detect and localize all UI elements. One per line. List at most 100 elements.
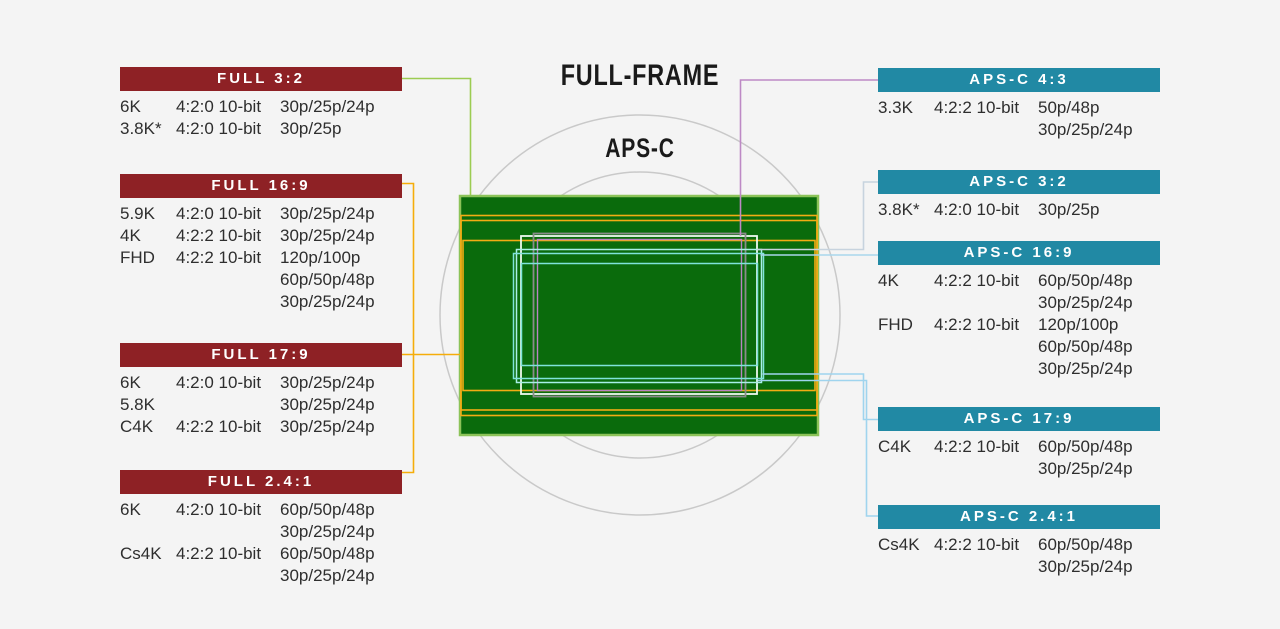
crop-apsc-4-3-inner-rect <box>536 238 743 392</box>
framerate-cell: 30p/25p <box>1038 199 1160 221</box>
mode-panel-header: FULL 2.4:1 <box>120 470 402 494</box>
mode-row: 3.3K 4:2:2 10-bit 50p/48p 30p/25p/24p <box>878 97 1160 141</box>
framerate-line: 50p/48p <box>1038 98 1100 117</box>
crop-apsc-16-9-rect <box>515 248 763 384</box>
framerate-line: 120p/100p <box>280 248 361 267</box>
resolution-cell: 3.8K* <box>878 200 920 219</box>
framerate-line: 30p/25p/24p <box>280 395 375 414</box>
crop-full-17-9-rect <box>460 219 818 411</box>
mode-panel-header: APS-C 3:2 <box>878 170 1160 194</box>
mode-row: C4K 4:2:2 10-bit 30p/25p/24p <box>120 416 402 438</box>
chroma-bitdepth-cell: 4:2:0 10-bit <box>934 200 1020 219</box>
framerate-line: 60p/50p/48p <box>1038 437 1133 456</box>
resolution-cell: C4K <box>120 417 154 436</box>
mode-row: 6K 4:2:0 10-bit 30p/25p/24p <box>120 372 402 394</box>
framerate-line: 60p/50p/48p <box>1038 337 1133 356</box>
framerate-line: 60p/50p/48p <box>280 544 375 563</box>
connector-apsc-4-3 <box>739 79 878 236</box>
resolution-cell: Cs4K <box>878 535 920 554</box>
mode-rows: 3.8K* 4:2:0 10-bit 30p/25p <box>878 194 1160 221</box>
framerate-line: 30p/25p/24p <box>280 373 375 392</box>
framerate-line: 30p/25p/24p <box>280 292 375 311</box>
framerate-line: 30p/25p/24p <box>280 226 375 245</box>
resolution-cell: C4K <box>878 437 912 456</box>
framerate-line: 30p/25p/24p <box>1038 120 1133 139</box>
resolution-cell: 4K <box>878 271 899 290</box>
resolution-cell: Cs4K <box>120 544 162 563</box>
framerate-line: 30p/25p/24p <box>280 97 375 116</box>
crop-apsc-17-9-rect <box>512 252 765 380</box>
crop-apsc-2-4-1-rect <box>520 262 759 367</box>
chroma-bitdepth-cell: 4:2:0 10-bit <box>176 97 262 116</box>
framerate-cell: 30p/25p/24p <box>280 372 402 394</box>
connector-full-16-9-17-9-2-4-1-spine <box>402 182 415 474</box>
framerate-cell: 30p/25p/24p <box>280 203 402 225</box>
mode-panel-header: APS-C 2.4:1 <box>878 505 1160 529</box>
framerate-line: 30p/25p <box>280 119 342 138</box>
framerate-line: 60p/50p/48p <box>280 270 375 289</box>
chroma-bitdepth-cell: 4:2:2 10-bit <box>934 98 1020 117</box>
mode-row: 6K 4:2:0 10-bit 30p/25p/24p <box>120 96 402 118</box>
chroma-bitdepth-cell: 4:2:2 10-bit <box>934 535 1020 554</box>
resolution-cell: 6K <box>120 97 141 116</box>
framerate-line: 30p/25p/24p <box>1038 459 1133 478</box>
framerate-cell: 30p/25p/24p <box>280 416 402 438</box>
crop-apsc-4-3-outer-rect <box>532 232 747 398</box>
framerate-line: 60p/50p/48p <box>1038 535 1133 554</box>
resolution-cell: 4K <box>120 226 141 245</box>
framerate-cell: 30p/25p/24p <box>280 394 402 416</box>
framerate-cell: 120p/100p 60p/50p/48p 30p/25p/24p <box>1038 314 1160 380</box>
framerate-line: 30p/25p/24p <box>1038 557 1133 576</box>
framerate-line: 30p/25p/24p <box>280 417 375 436</box>
mode-rows: Cs4K 4:2:2 10-bit 60p/50p/48p 30p/25p/24p <box>878 529 1160 578</box>
framerate-line: 30p/25p/24p <box>1038 359 1133 378</box>
framerate-cell: 30p/25p <box>280 118 402 140</box>
chroma-bitdepth-cell: 4:2:2 10-bit <box>176 417 262 436</box>
framerate-line: 120p/100p <box>1038 315 1119 334</box>
framerate-cell: 60p/50p/48p 30p/25p/24p <box>1038 436 1160 480</box>
mode-panel-header: FULL 16:9 <box>120 174 402 198</box>
framerate-cell: 120p/100p 60p/50p/48p 30p/25p/24p <box>280 247 402 313</box>
mode-row: 4K 4:2:2 10-bit 30p/25p/24p <box>120 225 402 247</box>
mode-panel-header: APS-C 16:9 <box>878 241 1160 265</box>
chroma-bitdepth-cell: 4:2:2 10-bit <box>176 248 262 267</box>
resolution-cell: FHD <box>878 315 913 334</box>
chroma-bitdepth-cell: 4:2:0 10-bit <box>176 373 262 392</box>
framerate-line: 30p/25p/24p <box>280 522 375 541</box>
chroma-bitdepth-cell <box>176 394 280 416</box>
mode-row: Cs4K 4:2:2 10-bit 60p/50p/48p 30p/25p/24p <box>878 534 1160 578</box>
mode-rows: 3.3K 4:2:2 10-bit 50p/48p 30p/25p/24p <box>878 92 1160 141</box>
framerate-line: 60p/50p/48p <box>1038 271 1133 290</box>
mode-panel-aps-c-3-2: APS-C 3:2 3.8K* 4:2:0 10-bit 30p/25p <box>878 170 1160 221</box>
resolution-cell: 3.3K <box>878 98 913 117</box>
chroma-bitdepth-cell: 4:2:0 10-bit <box>176 119 262 138</box>
framerate-cell: 60p/50p/48p 30p/25p/24p <box>1038 534 1160 578</box>
framerate-line: 30p/25p <box>1038 200 1100 219</box>
framerate-cell: 50p/48p 30p/25p/24p <box>1038 97 1160 141</box>
resolution-cell: 6K <box>120 500 141 519</box>
connector-apsc-2-4-1 <box>757 379 878 517</box>
framerate-line: 60p/50p/48p <box>280 500 375 519</box>
framerate-line: 30p/25p/24p <box>280 204 375 223</box>
resolution-cell: 6K <box>120 373 141 392</box>
chroma-bitdepth-cell: 4:2:2 10-bit <box>176 226 262 245</box>
framerate-cell: 60p/50p/48p 30p/25p/24p <box>280 499 402 543</box>
